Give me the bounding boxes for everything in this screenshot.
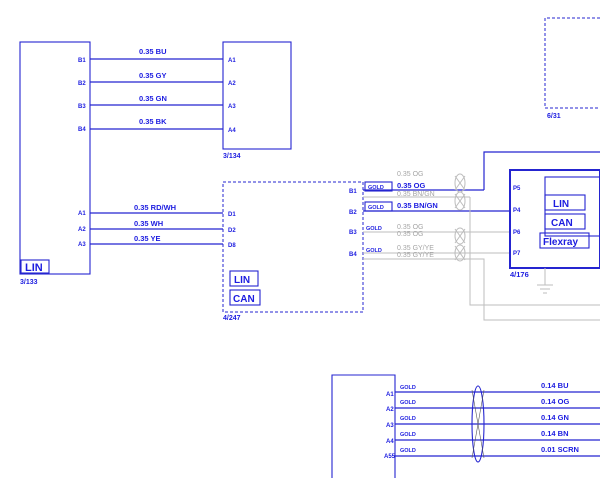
wire-label: 0.35 BN/GN bbox=[397, 201, 438, 210]
ground-icon bbox=[537, 268, 553, 294]
gold-label: GOLD bbox=[400, 448, 416, 454]
pin-label: A55 bbox=[384, 454, 396, 460]
wire-label-grey: 0.35 GY/YE bbox=[397, 245, 434, 252]
pin-label: B2 bbox=[78, 81, 86, 87]
pin-label: A2 bbox=[386, 407, 394, 413]
wire-label: 0.14 OG bbox=[541, 397, 570, 406]
can-badge: CAN bbox=[233, 294, 255, 305]
connector-4-247[interactable]: D1 D2 D8 B1 B2 B3 B4 LIN CAN 4/247 bbox=[222, 181, 364, 322]
wire-label: 0.14 BN bbox=[541, 429, 569, 438]
wire-label: 0.35 BU bbox=[139, 47, 167, 56]
wire-label: 0.14 GN bbox=[541, 413, 569, 422]
wire-label-grey: 0.35 GY/YE bbox=[397, 252, 434, 259]
lin-badge: LIN bbox=[25, 262, 43, 274]
wire-label: 0.35 WH bbox=[134, 219, 163, 228]
pin-label: A1 bbox=[386, 392, 394, 398]
pin-label: B1 bbox=[349, 189, 357, 195]
pin-label: B4 bbox=[78, 127, 86, 133]
pin-label: A3 bbox=[228, 104, 236, 110]
gold-label: GOLD bbox=[400, 385, 416, 391]
wire-label-grey: 0.35 BN/GN bbox=[397, 191, 435, 198]
wire-label-grey: 0.35 OG bbox=[397, 231, 423, 238]
pin-label: B4 bbox=[349, 252, 357, 258]
pin-label: A3 bbox=[386, 423, 394, 429]
wire-label: 0.35 OG bbox=[397, 181, 426, 190]
pin-label: P6 bbox=[513, 230, 521, 236]
pin-label: A2 bbox=[228, 81, 236, 87]
lin-badge: LIN bbox=[234, 275, 250, 286]
wire-label-grey: 0.35 OG bbox=[397, 171, 423, 178]
pin-label: D1 bbox=[228, 212, 236, 218]
gold-label: GOLD bbox=[366, 248, 382, 254]
connector-3-133[interactable]: B1 B2 B3 B4 A1 A2 A3 LIN 3/133 bbox=[19, 41, 91, 286]
wire-label: 0.35 YE bbox=[134, 234, 161, 243]
connector-id: 3/134 bbox=[223, 153, 241, 160]
wire-label: 0.35 GY bbox=[139, 71, 167, 80]
gold-label: GOLD bbox=[400, 400, 416, 406]
gold-label: GOLD bbox=[368, 185, 384, 191]
lin-badge: LIN bbox=[553, 199, 569, 210]
wire-label: 0.35 RD/WH bbox=[134, 203, 176, 212]
pin-label: B2 bbox=[349, 210, 357, 216]
connector-4-176[interactable]: P5 P4 P6 P7 LIN CAN Flexray 4/176 bbox=[509, 169, 600, 294]
connector-id: 3/133 bbox=[20, 279, 38, 286]
wire-label-grey: 0.35 OG bbox=[397, 224, 423, 231]
top-wires: 0.35 BU 0.35 GY 0.35 GN 0.35 BK bbox=[90, 47, 223, 130]
flexray-badge: Flexray bbox=[543, 237, 578, 248]
right-wires: GOLD GOLD GOLD GOLD 0.35 OG 0.35 BN/GN 0… bbox=[363, 151, 600, 321]
connector-3-134[interactable]: A1 A2 A3 A4 3/134 bbox=[222, 41, 292, 160]
twist-symbol bbox=[471, 385, 485, 463]
pin-label: A1 bbox=[78, 211, 86, 217]
gold-label: GOLD bbox=[366, 226, 382, 232]
gold-label: GOLD bbox=[368, 205, 384, 211]
bottom-wires: GOLD GOLD GOLD GOLD GOLD 0.14 BU 0.14 OG… bbox=[395, 381, 600, 463]
pin-label: D8 bbox=[228, 243, 236, 249]
pin-label: B3 bbox=[349, 230, 357, 236]
gold-label: GOLD bbox=[400, 416, 416, 422]
can-badge: CAN bbox=[551, 218, 573, 229]
pin-label: P5 bbox=[513, 186, 521, 192]
wire-label: 0.35 BK bbox=[139, 117, 167, 126]
pin-label: A4 bbox=[386, 439, 394, 445]
mid-wires: 0.35 RD/WH 0.35 WH 0.35 YE bbox=[90, 203, 223, 245]
gold-label: GOLD bbox=[400, 432, 416, 438]
wire-label: 0.14 BU bbox=[541, 381, 569, 390]
connector-id: 6/31 bbox=[547, 113, 561, 120]
connector-id: 4/247 bbox=[223, 315, 241, 322]
pin-label: P4 bbox=[513, 208, 521, 214]
pin-label: B1 bbox=[78, 58, 86, 64]
pin-label: A4 bbox=[228, 128, 236, 134]
connector-6-31[interactable]: 6/31 bbox=[544, 17, 600, 120]
pin-label: B3 bbox=[78, 104, 86, 110]
pin-label: A1 bbox=[228, 58, 236, 64]
pin-label: A3 bbox=[78, 242, 86, 248]
connector-id: 4/176 bbox=[510, 270, 529, 279]
wire-label: 0.35 GN bbox=[139, 94, 167, 103]
pin-label: A2 bbox=[78, 227, 86, 233]
pin-label: D2 bbox=[228, 228, 236, 234]
bottom-connector[interactable]: A1 A2 A3 A4 A55 bbox=[331, 374, 396, 478]
wire-label: 0.01 SCRN bbox=[541, 445, 579, 454]
pin-label: P7 bbox=[513, 251, 521, 257]
